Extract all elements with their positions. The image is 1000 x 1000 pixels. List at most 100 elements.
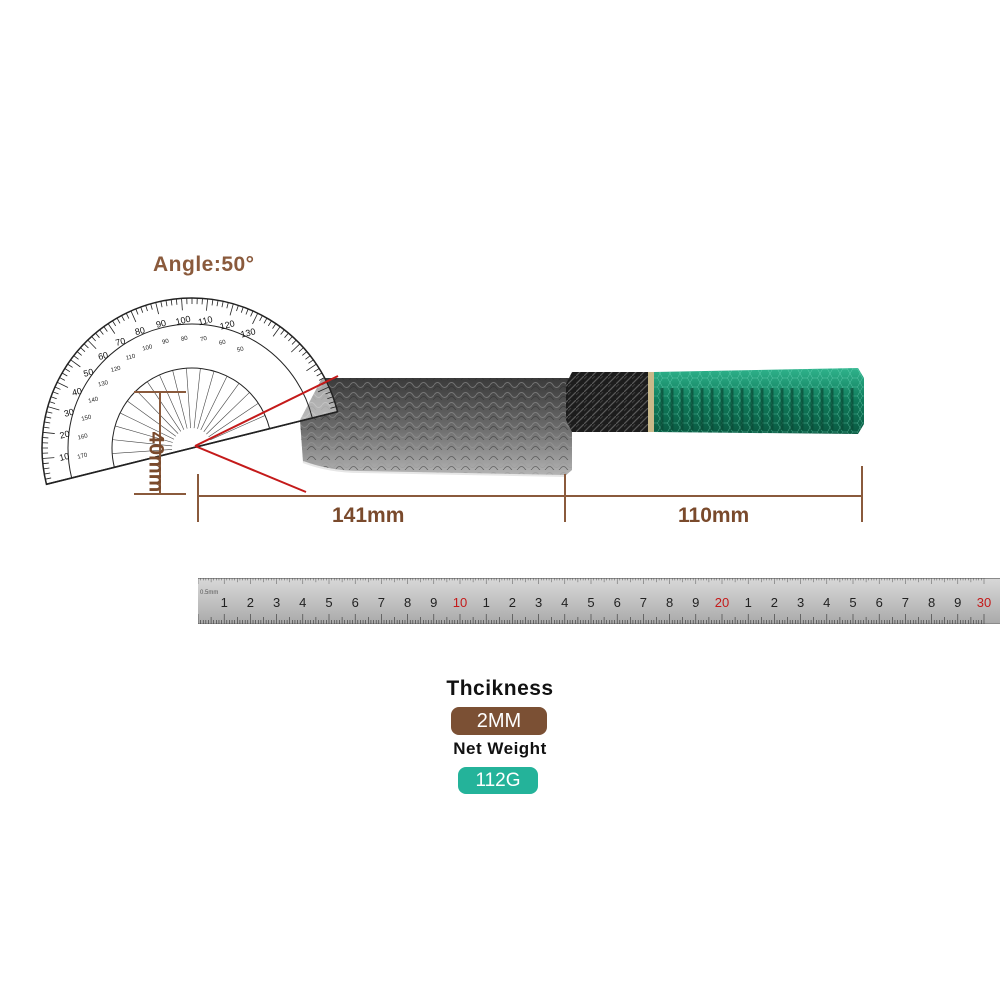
protractor-outer-label: 20 (59, 429, 71, 441)
protractor-tick (61, 372, 68, 377)
protractor-tick (272, 323, 277, 329)
knife-bolster (566, 372, 648, 432)
protractor-tick (259, 315, 263, 322)
protractor-tick (313, 368, 320, 373)
protractor-ray (186, 368, 191, 429)
angle-lines (194, 375, 339, 493)
protractor-ray (206, 392, 250, 435)
ruler-unit-label: 0.5mm (200, 590, 218, 596)
weight-label: Net Weight (453, 739, 547, 758)
protractor-tick (328, 401, 335, 404)
protractor-tick (145, 305, 148, 312)
ruler-number: 3 (535, 595, 542, 610)
protractor-tick (42, 462, 49, 465)
protractor-tick (83, 343, 89, 349)
protractor-tick (252, 313, 259, 325)
protractor-tick (170, 299, 173, 306)
protractor-tick (221, 301, 224, 308)
protractor-tick (206, 298, 209, 311)
protractor-tick (46, 411, 53, 414)
protractor-tick (250, 310, 254, 317)
protractor-inner-label: 80 (181, 335, 190, 343)
ruler-number: 4 (299, 595, 306, 610)
ruler-number: 6 (352, 595, 359, 610)
ruler-number: 1 (745, 595, 752, 610)
protractor-tick (305, 355, 311, 360)
protractor-tick (95, 332, 100, 338)
protractor-tick (44, 421, 51, 424)
protractor-inner-label: 50 (236, 346, 245, 354)
ruler-number: 8 (928, 595, 935, 610)
protractor-outer-label: 90 (155, 318, 167, 330)
protractor-tick (308, 359, 314, 364)
protractor-tick (59, 377, 66, 381)
protractor-tick (263, 317, 268, 324)
protractor-tick (99, 329, 104, 335)
ruler-number: 5 (849, 595, 856, 610)
ruler-number: 1 (221, 595, 228, 610)
protractor-tick (91, 336, 96, 342)
protractor-tick (130, 310, 137, 323)
protractor-ray (112, 449, 173, 454)
protractor-tick (57, 381, 69, 388)
ruler-number: 9 (430, 595, 437, 610)
protractor-ray (147, 381, 182, 432)
protractor-outer-label: 30 (63, 407, 75, 419)
protractor-tick (226, 302, 229, 309)
protractor-tick (267, 320, 272, 327)
protractor-tick (165, 300, 168, 307)
protractor-tick (42, 437, 49, 439)
protractor-outer-label: 80 (134, 325, 146, 337)
ruler-number: 30 (977, 595, 991, 610)
thickness-badge: 2MM (451, 707, 547, 735)
protractor-tick (298, 347, 304, 352)
knife-handle (654, 368, 864, 434)
ruler-number: 7 (640, 595, 647, 610)
ruler-number: 8 (404, 595, 411, 610)
protractor-inner-label: 100 (142, 344, 154, 352)
protractor-inner-label: 110 (125, 354, 136, 362)
protractor-tick (330, 406, 337, 409)
ruler-number: 2 (509, 595, 516, 610)
protractor-tick (284, 332, 289, 338)
protractor-tick (291, 339, 297, 345)
blade-length-label: 141mm (332, 504, 405, 527)
protractor-tick (306, 363, 317, 372)
protractor-tick (240, 306, 244, 313)
ruler-number: 2 (771, 595, 778, 610)
ruler-number: 7 (902, 595, 909, 610)
angle-label: Angle:50° (153, 253, 255, 276)
ruler-number: 3 (273, 595, 280, 610)
protractor-ray (136, 390, 179, 434)
protractor-tick (112, 320, 117, 327)
ruler-number: 8 (666, 595, 673, 610)
protractor-tick (49, 401, 56, 404)
protractor-tick (42, 452, 49, 454)
protractor-ray (193, 368, 201, 429)
protractor-tick (290, 343, 301, 353)
protractor-tick (43, 467, 50, 470)
protractor-tick (175, 298, 178, 305)
protractor-tick (135, 308, 139, 315)
protractor-tick (45, 416, 52, 419)
protractor-tick (47, 406, 60, 411)
protractor-ray (115, 425, 173, 443)
protractor-tick (181, 298, 183, 311)
weight-badge: 112G (458, 767, 538, 794)
protractor-ray (159, 374, 185, 430)
protractor-tick (236, 305, 239, 312)
protractor-tick (42, 431, 55, 434)
protractor-tick (316, 372, 323, 377)
protractor-tick (42, 457, 55, 459)
protractor-tick (116, 317, 121, 324)
protractor-tick (44, 472, 51, 475)
blade-height-label: 40mm (144, 431, 168, 493)
handle-spacer (648, 372, 654, 432)
protractor-tick (288, 336, 293, 342)
protractor-inner-label: 140 (88, 396, 100, 404)
protractor-tick (186, 298, 188, 305)
ruler-number: 2 (247, 595, 254, 610)
protractor-outer-label: 130 (240, 326, 257, 339)
